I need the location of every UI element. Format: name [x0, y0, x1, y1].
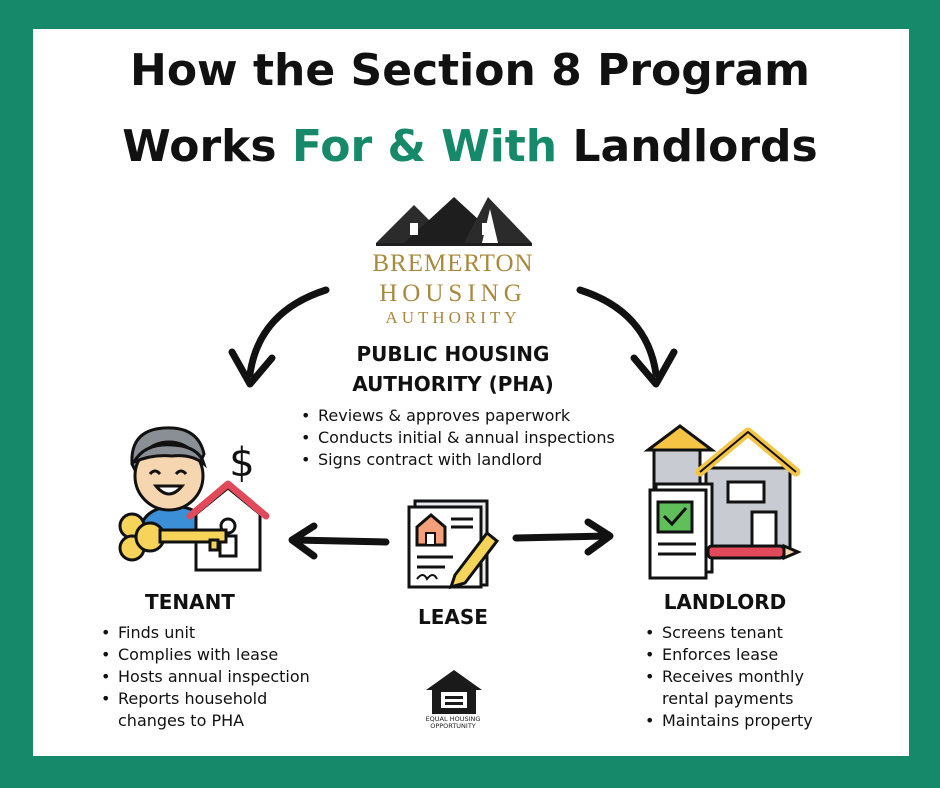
list-item: Maintains property: [642, 710, 813, 732]
arrow-left-icon: [288, 522, 390, 560]
checklist-icon: [648, 482, 802, 580]
landlord-list: Screens tenant Enforces lease Receives m…: [642, 622, 813, 732]
title-line-1: How the Section 8 Program: [130, 45, 810, 96]
title-accent: For & With: [291, 121, 558, 172]
list-item: Enforces lease: [642, 644, 813, 666]
dollar-icon: $: [229, 440, 254, 486]
curved-arrow-left-icon: [228, 286, 330, 388]
list-item: Signs contract with landlord: [298, 449, 615, 471]
list-item: Finds unit: [98, 622, 310, 644]
list-item: Complies with lease: [98, 644, 310, 666]
list-item: Screens tenant: [642, 622, 813, 644]
roof-logo-icon: [376, 197, 532, 246]
pha-heading-1: PUBLIC HOUSING: [356, 342, 550, 366]
svg-text:$: $: [229, 440, 254, 486]
list-item: Receives monthly: [642, 666, 813, 688]
tenant-list: Finds unit Complies with lease Hosts ann…: [98, 622, 310, 732]
tenant-person-icon: [130, 426, 270, 572]
list-item: Reviews & approves paperwork: [298, 405, 615, 427]
eho-line-2: OPPORTUNITY: [430, 722, 476, 730]
landlord-heading: LANDLORD: [663, 590, 787, 614]
logo-text-1: Bremerton: [372, 250, 534, 277]
lease-heading: LEASE: [418, 605, 488, 629]
pha-heading-2: AUTHORITY (PHA): [352, 372, 554, 396]
title-line-2: Works For & With Landlords: [0, 120, 940, 174]
logo-text-3: Authority: [385, 308, 521, 327]
list-item: Reports household: [98, 688, 310, 710]
title-line-2-suffix: Landlords: [557, 121, 818, 172]
tenant-heading: TENANT: [145, 590, 235, 614]
list-item: Hosts annual inspection: [98, 666, 310, 688]
list-item-continuation: changes to PHA: [118, 711, 245, 730]
arrow-right-icon: [512, 518, 614, 556]
logo-text-2: Housing: [379, 280, 527, 307]
eho-line-1: EQUAL HOUSING: [425, 715, 481, 723]
equal-housing-text: EQUAL HOUSING OPPORTUNITY: [418, 716, 488, 730]
title-line-2-prefix: Works: [122, 121, 292, 172]
lease-document-icon: [407, 499, 500, 590]
key-icon: [118, 512, 228, 562]
list-item-continuation: rental payments: [662, 689, 794, 708]
curved-arrow-right-icon: [576, 286, 678, 388]
list-item: Conducts initial & annual inspections: [298, 427, 615, 449]
equal-housing-icon: [426, 670, 482, 714]
pha-list: Reviews & approves paperwork Conducts in…: [298, 405, 615, 471]
